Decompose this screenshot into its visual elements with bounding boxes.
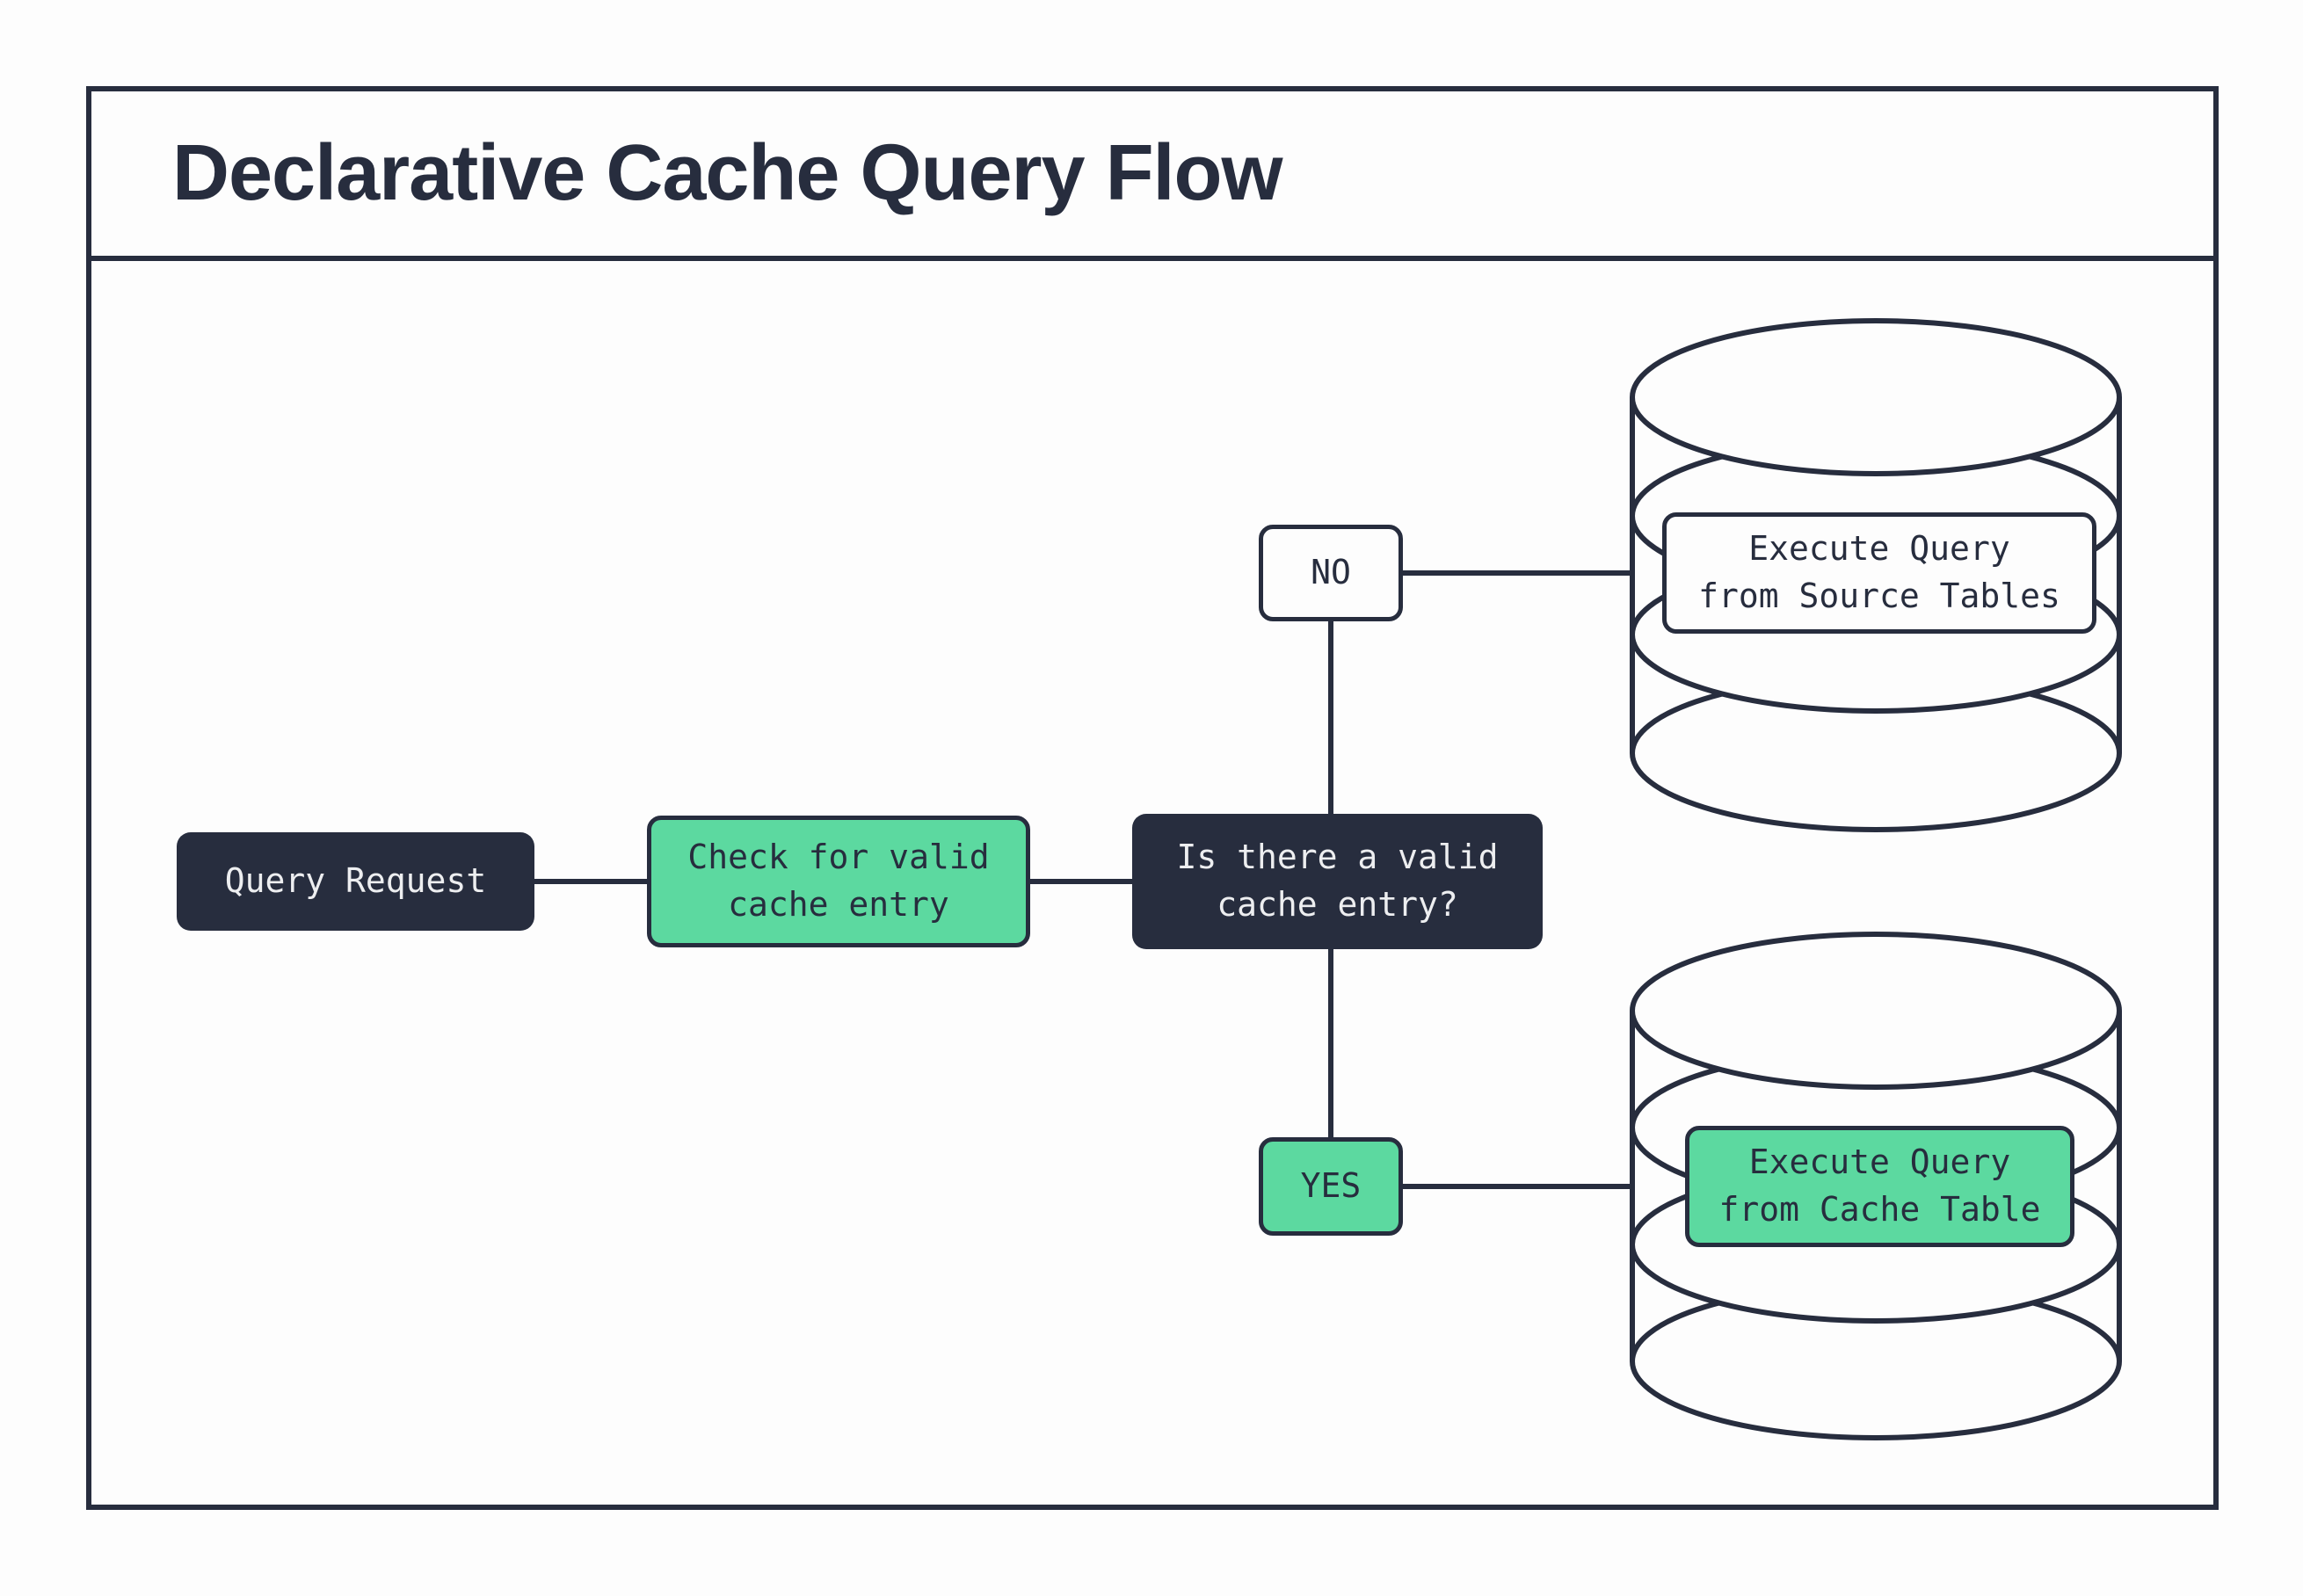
node-decision-valid-cache-label: Is there a valid cache entry? [1176, 838, 1499, 924]
branch-yes-label: YES [1300, 1166, 1362, 1206]
node-execute-source-tables: Execute Query from Source Tables [1662, 512, 2096, 634]
branch-no-box: NO [1259, 525, 1403, 621]
node-query-request-label: Query Request [224, 861, 487, 901]
branch-yes-box: YES [1259, 1137, 1403, 1236]
node-decision-valid-cache: Is there a valid cache entry? [1132, 814, 1543, 949]
node-execute-cache-table: Execute Query from Cache Table [1685, 1126, 2074, 1247]
node-check-cache-entry: Check for valid cache entry [647, 816, 1030, 947]
title-bar: Declarative Cache Query Flow [91, 91, 2213, 261]
branch-no-label: NO [1311, 553, 1351, 592]
node-query-request: Query Request [177, 832, 534, 931]
node-execute-source-tables-label: Execute Query from Source Tables [1698, 529, 2060, 615]
node-check-cache-entry-label: Check for valid cache entry [687, 838, 990, 924]
node-execute-cache-table-label: Execute Query from Cache Table [1718, 1143, 2041, 1229]
diagram-frame: Declarative Cache Query Flow [86, 86, 2219, 1510]
page-title: Declarative Cache Query Flow [172, 129, 1283, 217]
